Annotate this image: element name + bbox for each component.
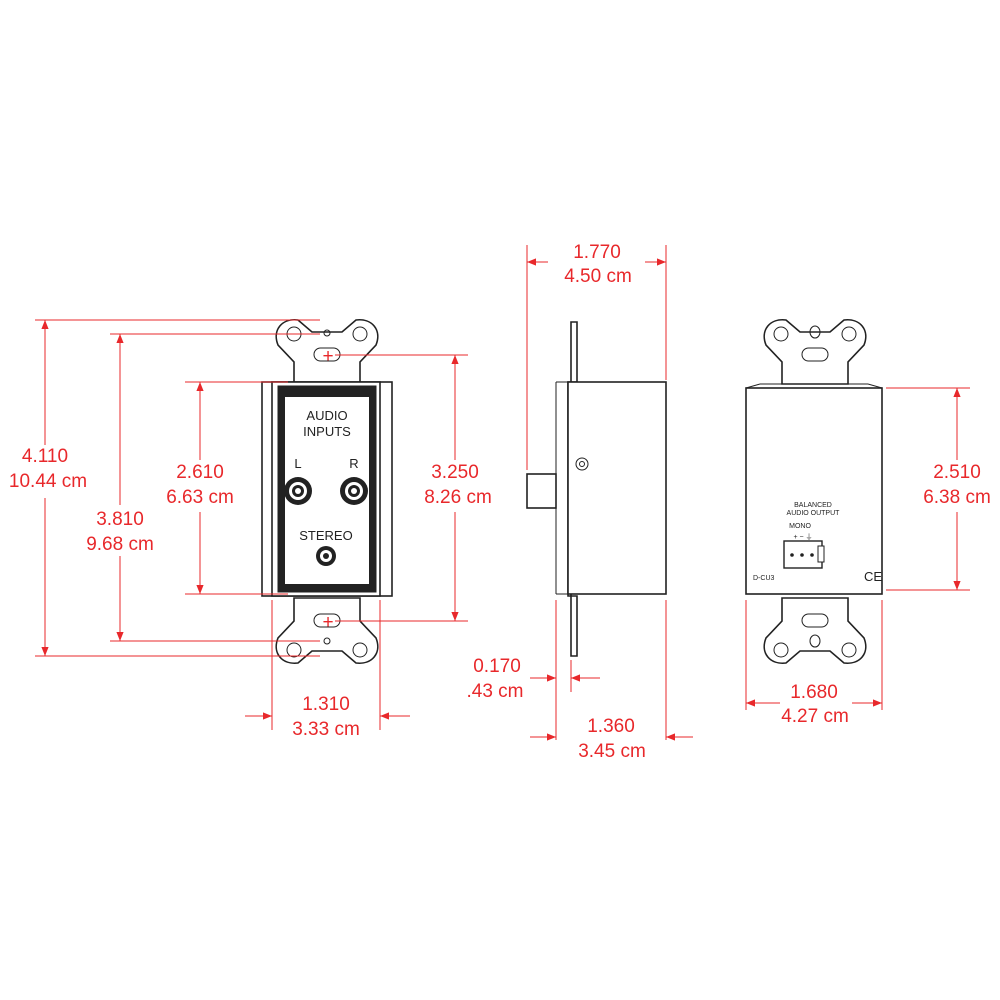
rear-strap-hole-bottom-right <box>841 642 857 658</box>
left-channel-label: L <box>294 456 301 471</box>
overall-depth-inch: 1.770 <box>573 242 621 263</box>
rear-box-width-inch: 1.680 <box>790 682 838 703</box>
box-depth-inch: 1.360 <box>587 716 635 737</box>
screw-span-cm: 9.68 cm <box>86 534 154 555</box>
rdl-logo: RDL <box>318 387 334 396</box>
strap-screw-top <box>323 329 331 337</box>
output-terminal-block <box>783 540 825 569</box>
rear-box-height-inch: 2.510 <box>933 462 981 483</box>
box-height-cm: 8.26 cm <box>424 487 492 508</box>
panel-width-cm: 3.33 cm <box>292 719 360 740</box>
model-number: D-CU3 <box>753 575 774 582</box>
rca-jack-right <box>340 477 368 505</box>
rear-strap-hole-top-center <box>809 325 821 339</box>
overall-height-inch: 4.110 <box>22 446 68 467</box>
front-mounting-strap-top <box>275 319 379 385</box>
front-dimensions <box>35 319 468 730</box>
panel-width-inch: 1.310 <box>302 694 350 715</box>
rear-dimension-labels: 2.510 6.38 cm 1.680 4.27 cm <box>781 462 991 727</box>
rear-strap-hole-bottom-center <box>809 634 821 648</box>
side-jack-protrusion <box>526 473 557 509</box>
overall-height-cm: 10.44 cm <box>9 471 87 492</box>
side-dimensions <box>526 245 693 741</box>
panel-height-inch: 2.610 <box>176 462 224 483</box>
side-screw <box>575 457 589 471</box>
plate-thickness-inch: 0.170 <box>473 656 521 677</box>
rear-mount-slot-top <box>801 347 829 362</box>
box-height-inch: 3.250 <box>431 462 479 483</box>
panel-height-cm: 6.63 cm <box>166 487 234 508</box>
plate-thickness-cm: .43 cm <box>466 681 523 702</box>
rca-jack-left <box>284 477 312 505</box>
side-view <box>526 321 667 657</box>
front-dimension-labels: 4.110 10.44 cm 3.810 9.68 cm 2.610 6.63 … <box>9 346 492 740</box>
mono-label: MONO <box>789 523 811 530</box>
rear-mounting-strap-bottom <box>763 597 867 664</box>
screw-span-inch: 3.810 <box>96 509 144 530</box>
rear-view: BALANCED AUDIO OUTPUT MONO + − ⏚ D-CU3 C… <box>745 319 883 664</box>
rear-strap-hole-top-right <box>841 326 857 342</box>
rear-strap-hole-top-left <box>773 326 789 342</box>
balanced-label: BALANCED <box>794 502 832 509</box>
rear-box-width-cm: 4.27 cm <box>781 706 849 727</box>
audio-output-label: AUDIO OUTPUT <box>787 510 841 517</box>
overall-depth-cm: 4.50 cm <box>564 266 632 287</box>
side-box <box>567 381 667 595</box>
plus-marker-bottom: + <box>322 612 333 633</box>
rear-mounting-strap-top <box>763 319 867 385</box>
strap-hole-top-right <box>352 326 368 342</box>
stereo-label: STEREO <box>299 528 352 543</box>
rear-box-height-cm: 6.38 cm <box>923 487 991 508</box>
audio-label: AUDIO <box>306 408 347 423</box>
strap-hole-bottom-right <box>352 642 368 658</box>
front-view: RDL AUDIO INPUTS L R STEREO <box>261 319 393 664</box>
inputs-label: INPUTS <box>303 424 351 439</box>
terminal-polarity-symbols: + − ⏚ <box>793 533 812 541</box>
plus-marker-top: + <box>322 346 333 367</box>
side-dimension-labels: 1.770 4.50 cm 0.170 .43 cm 1.360 3.45 cm <box>466 242 645 762</box>
right-channel-label: R <box>349 456 358 471</box>
stereo-mini-jack <box>316 546 336 566</box>
strap-screw-bottom <box>323 637 331 645</box>
rear-dimensions <box>745 387 970 710</box>
box-depth-cm: 3.45 cm <box>578 741 646 762</box>
rear-strap-hole-bottom-left <box>773 642 789 658</box>
ce-mark: CE <box>864 569 882 584</box>
strap-hole-bottom-left <box>286 642 302 658</box>
rear-mount-slot-bottom <box>801 613 829 628</box>
